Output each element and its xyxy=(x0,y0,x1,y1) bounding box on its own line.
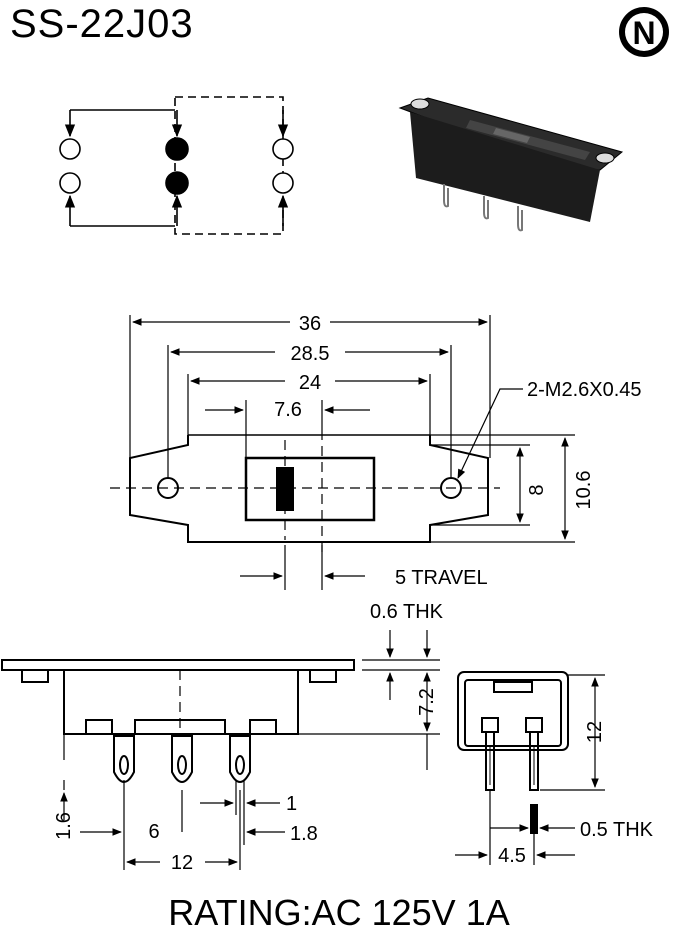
rating-label: RATING:AC 125V 1A xyxy=(168,892,510,933)
dim-overall-length: 36 xyxy=(299,313,321,335)
dim-plate-thickness: 0.6 THK xyxy=(370,601,444,623)
dim-hole-pitch: 28.5 xyxy=(291,343,330,365)
dim-pin-height: 1.6 xyxy=(53,812,75,840)
end-view xyxy=(457,671,569,834)
circuit-schematic xyxy=(64,96,289,235)
dim-end-pin-spacing: 4.5 xyxy=(498,845,526,867)
logo-letter: N xyxy=(632,15,655,51)
dim-pin-thickness: 1 xyxy=(286,793,297,815)
contact-common-bottom xyxy=(165,171,189,195)
contact-open-right-bottom xyxy=(272,172,294,194)
schematic-contacts xyxy=(59,137,294,195)
dim-end-pin-thickness: 0.5 THK xyxy=(580,819,654,841)
top-view xyxy=(110,430,500,555)
side-view xyxy=(1,659,355,783)
dim-body-length: 24 xyxy=(299,372,321,394)
end-view-dimensions xyxy=(455,674,605,865)
dim-body-height: 8 xyxy=(526,484,548,495)
dim-plate-height: 7.2 xyxy=(416,688,438,716)
model-title: SS-22J03 xyxy=(10,2,194,46)
side-view-dimensions xyxy=(60,630,440,870)
brand-logo-icon: N xyxy=(619,7,669,57)
dim-screw-spec: 2-M2.6X0.45 xyxy=(527,379,642,401)
top-view-dimensions xyxy=(129,315,575,590)
dim-pin-width: 1.8 xyxy=(290,823,318,845)
contact-open-left-bottom xyxy=(59,172,81,194)
dim-flange-height: 10.6 xyxy=(573,471,595,510)
contact-common-top xyxy=(165,137,189,161)
top-view-labels: 36 28.5 24 7.6 2-M2.6X0.45 8 10.6 5 TRAV… xyxy=(274,313,641,589)
end-view-labels: 12 0.5 THK 4.5 xyxy=(498,721,654,867)
dim-pin-span: 12 xyxy=(171,852,193,874)
contact-open-right-top xyxy=(272,138,294,160)
contact-open-left-top xyxy=(59,138,81,160)
side-view-labels: 0.6 THK 7.2 1.6 6 12 1 1.8 xyxy=(53,601,444,874)
dim-travel: 5 TRAVEL xyxy=(395,567,488,589)
dim-pin-pitch: 6 xyxy=(148,821,159,843)
dim-actuator-width: 7.6 xyxy=(274,399,302,421)
switch-photo xyxy=(398,97,624,232)
dim-end-body-height: 12 xyxy=(584,721,606,743)
solder-lugs xyxy=(113,735,251,783)
